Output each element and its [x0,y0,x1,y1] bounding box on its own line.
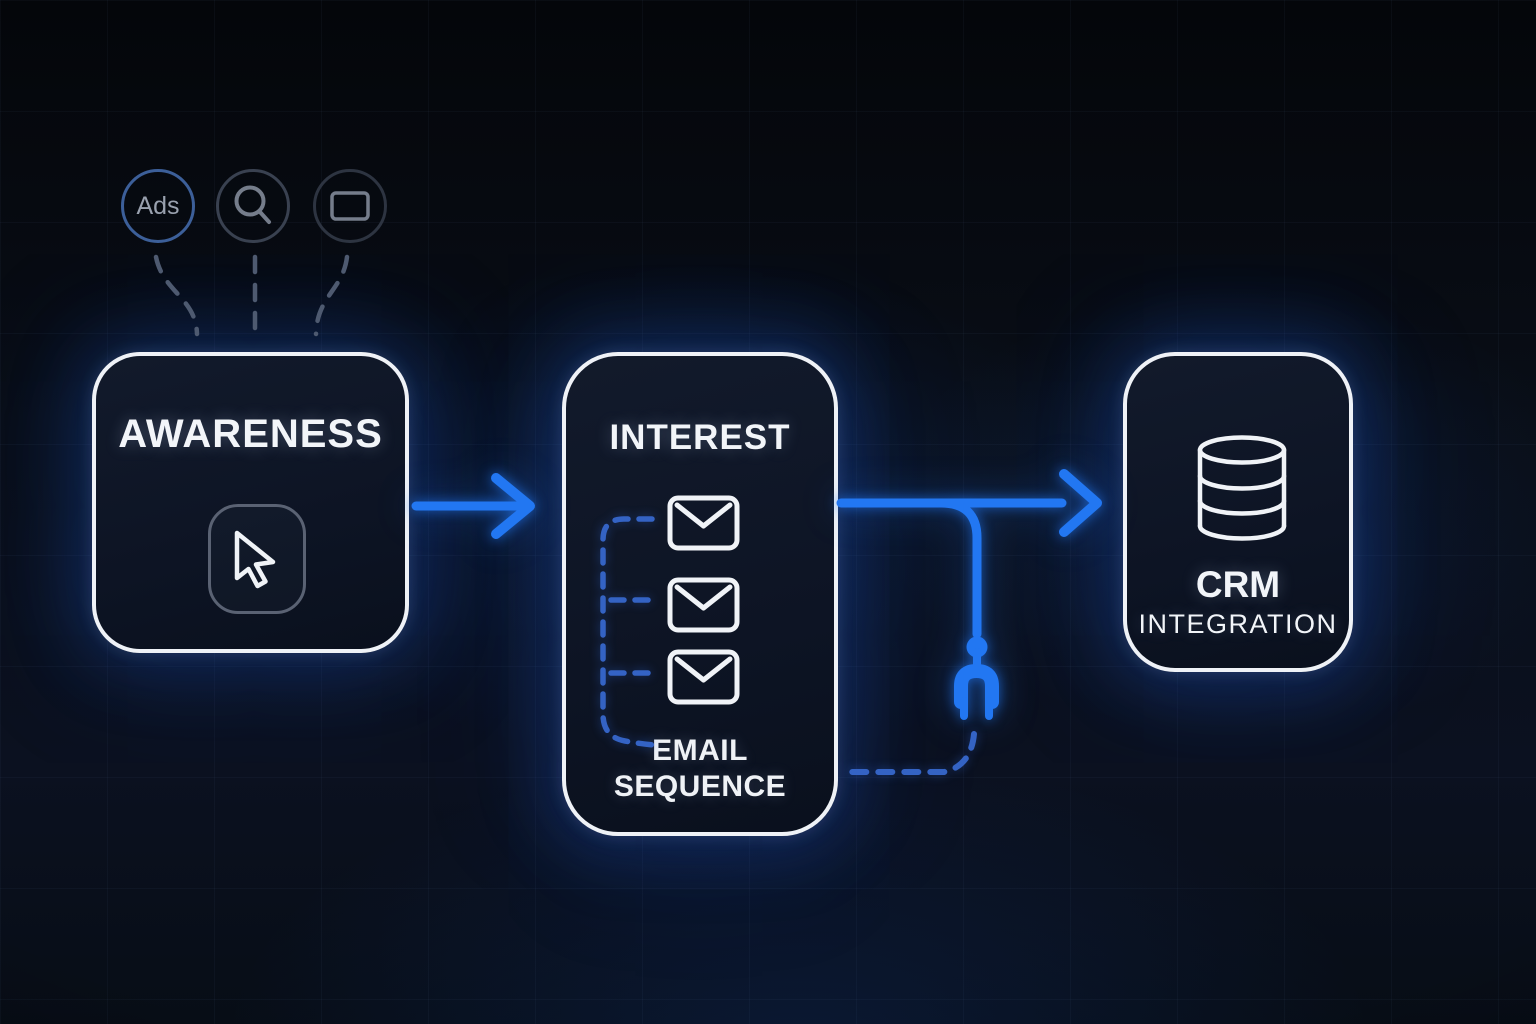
email-icon-3 [667,649,740,705]
awareness-to-interest-arrowhead [491,473,535,539]
interest-to-crm-arrowhead [1059,469,1102,537]
connector-node-dot [966,636,988,658]
feedback-dashed-line [843,731,977,775]
email-icon-2 [667,577,740,633]
crm-node: CRM INTEGRATION [1123,352,1353,672]
search-icon [234,185,271,224]
interest-title: INTEREST [609,418,791,457]
crm-subtitle: INTEGRATION [1138,609,1338,639]
email-icon-1 [667,495,740,551]
cursor-icon [234,530,276,589]
source-connectors [153,254,350,337]
display-icon [330,191,370,221]
ads-connector-line [153,254,200,337]
awareness-node: AWARENESS [92,352,409,653]
cursor-chip [208,504,306,614]
plug-body [954,664,999,709]
ads-label: Ads [136,191,180,220]
ads-source-badge: Ads [121,169,195,243]
display-source-badge [313,169,387,243]
crm-title: CRM [1195,564,1281,605]
display-connector-line [313,254,350,337]
interest-node: INTEREST EMAIL SEQUENCE [562,352,838,836]
awareness-title: AWARENESS [118,412,383,456]
database-icon [1188,434,1296,546]
branch-drop-line [936,498,982,639]
email-sequence-label: EMAIL SEQUENCE [613,734,787,803]
search-source-badge [216,169,290,243]
